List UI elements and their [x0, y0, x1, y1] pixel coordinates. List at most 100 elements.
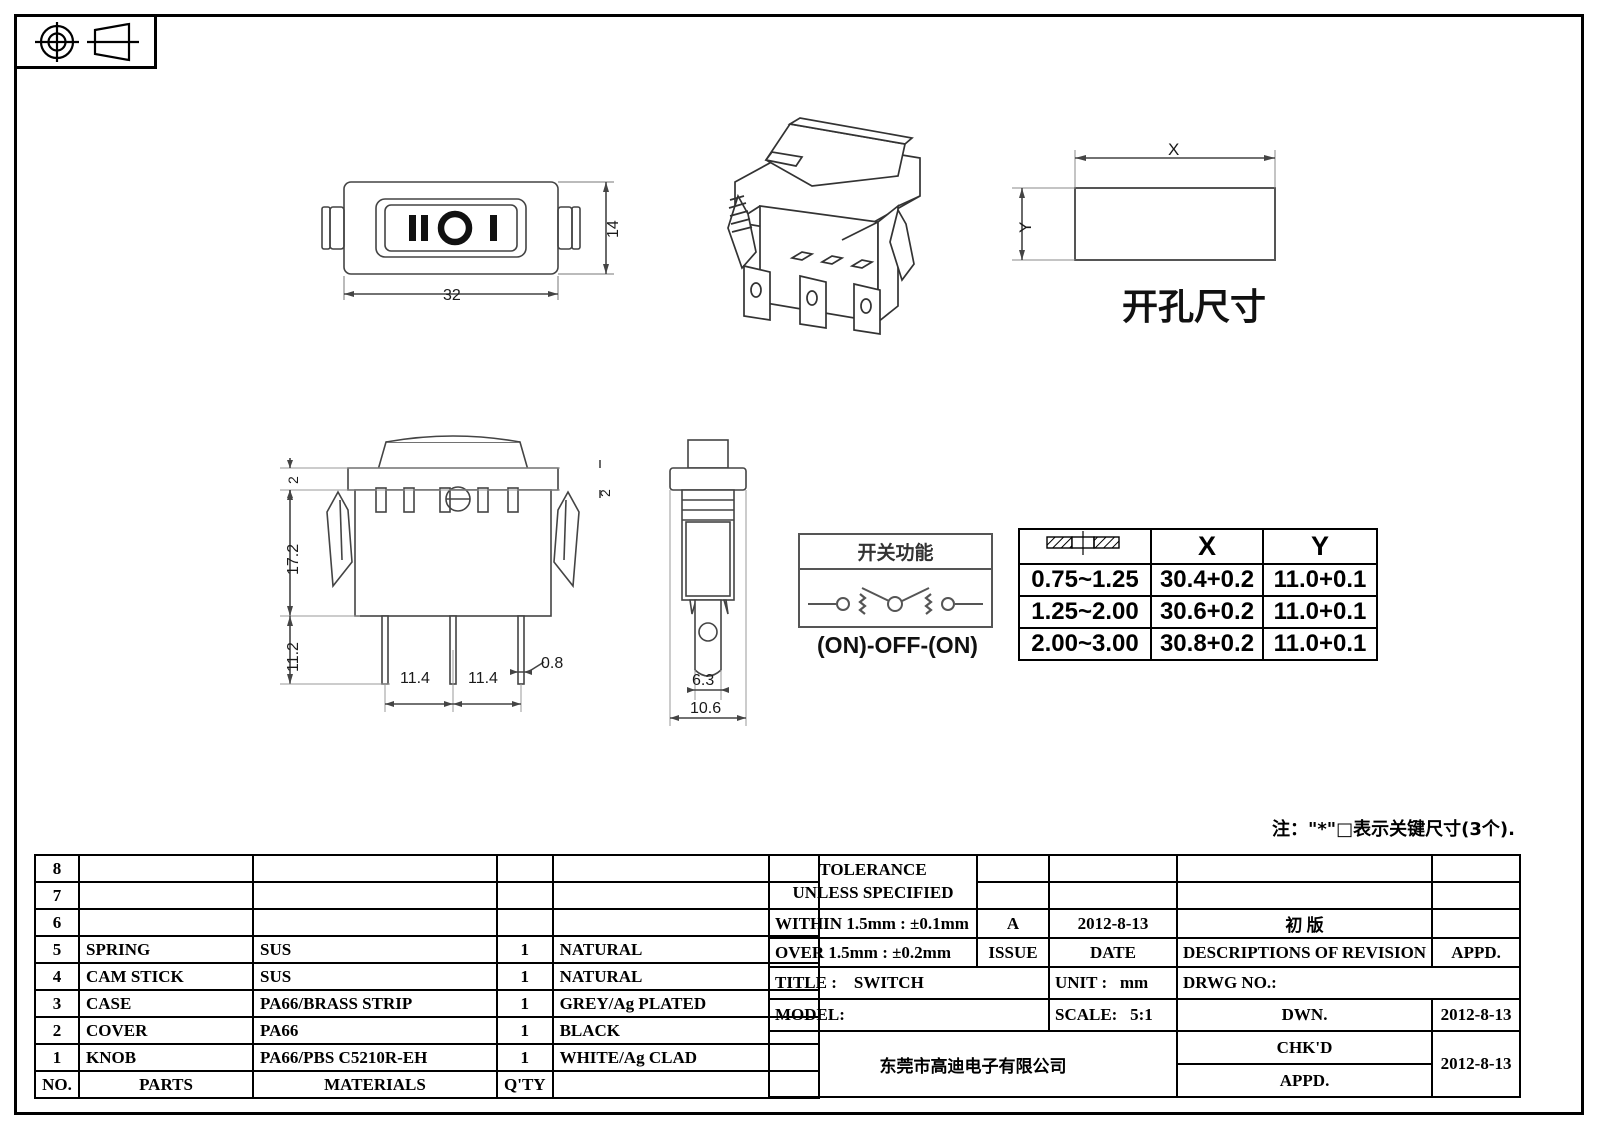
issue-value: A: [976, 908, 1050, 939]
dim-pitch-1: 11.4: [400, 670, 430, 687]
first-angle-projection-symbol: [35, 22, 139, 62]
table-row: 1 KNOB PA66/PBS C5210R-EH 1 WHITE/Ag CLA…: [34, 1043, 820, 1072]
issue-blank-2: [976, 881, 1050, 910]
panel-thickness-symbol: [1046, 531, 1120, 555]
model-cell: MODEL:: [768, 998, 1050, 1032]
chkd-label: CHK'D: [1175, 1030, 1434, 1065]
title-label: TITLE :: [775, 973, 837, 992]
title-block-row: TOLERANCE UNLESS SPECIFIED: [768, 854, 1522, 910]
switch-function-symbol: [800, 570, 991, 630]
parts-material-6: [252, 908, 498, 937]
parts-list-table: 8 7 6 5 SPRING SUS 1 NATURAL: [34, 854, 820, 1099]
dim-body-width: 10.6: [690, 700, 722, 717]
xy-y-2: 11.0+0.1: [1262, 627, 1378, 661]
drwg-no-label: DRWG NO.:: [1183, 973, 1277, 992]
table-row: 2 COVER PA66 1 BLACK: [34, 1016, 820, 1045]
title-block-row: MODEL: SCALE: 5:1 DWN. 2012-8-13: [768, 998, 1522, 1032]
table-row: 5 SPRING SUS 1 NATURAL: [34, 935, 820, 964]
appd-blank-2: [1431, 881, 1522, 910]
dim-terminal-width: 6.3: [692, 672, 715, 689]
xy-thickness-1: 1.25~2.00: [1018, 595, 1152, 629]
title-block-row: [769, 881, 1522, 910]
date-blank-2: [1048, 881, 1178, 910]
parts-no-8: 8: [34, 854, 80, 883]
parts-no-7: 7: [34, 881, 80, 910]
drwg-no-cell: DRWG NO.:: [1175, 966, 1522, 1000]
appd2-label: APPD.: [1175, 1063, 1434, 1098]
parts-no-2: 2: [34, 1016, 80, 1045]
parts-col-no: NO.: [34, 1070, 80, 1099]
key-dimension-note: 注："*"□表示关键尺寸(3个).: [1272, 819, 1515, 840]
revision-blank-1: [1175, 854, 1434, 883]
unit-label: UNIT :: [1055, 973, 1108, 992]
unit-value: mm: [1119, 973, 1149, 992]
switch-function-caption: (ON)-OFF-(ON): [817, 632, 978, 658]
issue-date-value: 2012-8-13: [1048, 908, 1178, 939]
revision-label: DESCRIPTIONS OF REVISION: [1175, 937, 1434, 968]
parts-material-7: [252, 881, 498, 910]
xy-header-y: Y: [1262, 528, 1378, 565]
switch-function-title: 开关功能: [800, 535, 991, 570]
xy-x-0: 30.4+0.2: [1150, 563, 1264, 597]
parts-name-4: CAM STICK: [78, 962, 254, 991]
xy-y-0: 11.0+0.1: [1262, 563, 1378, 597]
projection-symbol-box: [17, 17, 157, 69]
parts-qty-1: 1: [496, 1043, 554, 1072]
parts-material-1: PA66/PBS C5210R-EH: [252, 1043, 498, 1072]
parts-no-5: 5: [34, 935, 80, 964]
model-label: MODEL:: [775, 1005, 845, 1024]
xy-table-header-row: X Y: [1018, 528, 1378, 565]
panel-thickness-icon: [1018, 528, 1152, 565]
parts-material-8: [252, 854, 498, 883]
dim-cutout-y: Y: [1016, 221, 1035, 233]
parts-name-5: SPRING: [78, 935, 254, 964]
parts-name-6: [78, 908, 254, 937]
parts-name-2: COVER: [78, 1016, 254, 1045]
title-block-row: WITHIN 1.5mm : ±0.1mm A 2012-8-13 初 版: [768, 908, 1522, 939]
parts-material-4: SUS: [252, 962, 498, 991]
dim-pitch-2: 11.4: [468, 670, 498, 687]
parts-name-7: [78, 881, 254, 910]
issue-label: ISSUE: [976, 937, 1050, 968]
dim-flange-thickness-right: 2: [597, 489, 613, 497]
parts-no-6: 6: [34, 908, 80, 937]
parts-no-1: 1: [34, 1043, 80, 1072]
tolerance-label-2: UNLESS SPECIFIED: [792, 883, 954, 902]
issue-blank-1: [976, 854, 1050, 883]
parts-col-parts: PARTS: [78, 1070, 254, 1099]
panel-cutout-title: 开孔尺寸: [1122, 287, 1267, 328]
appd-blank-1: [1431, 854, 1522, 883]
parts-material-5: SUS: [252, 935, 498, 964]
title-block-table: TOLERANCE UNLESS SPECIFIED WITHIN 1.5mm …: [768, 854, 1522, 1098]
revision-blank-2: [1175, 881, 1434, 910]
chkd-date: 2012-8-13: [1431, 1030, 1522, 1098]
dim-flange-thickness-left: 2: [285, 476, 301, 484]
parts-name-3: CASE: [78, 989, 254, 1018]
scale-label: SCALE:: [1055, 1005, 1118, 1024]
date-label: DATE: [1048, 937, 1178, 968]
parts-col-qty: Q'TY: [496, 1070, 554, 1099]
tolerance-label-1: TOLERANCE: [819, 860, 927, 880]
xy-x-2: 30.8+0.2: [1150, 627, 1264, 661]
xy-table-row: 1.25~2.00 30.6+0.2 11.0+0.1: [1018, 595, 1378, 629]
parts-qty-2: 1: [496, 1016, 554, 1045]
sheet-border: [14, 14, 1584, 1115]
appd-label: APPD.: [1431, 937, 1522, 968]
dim-body-height: 17.2: [285, 543, 302, 575]
parts-name-8: [78, 854, 254, 883]
xy-table-row: 0.75~1.25 30.4+0.2 11.0+0.1: [1018, 563, 1378, 597]
scale-cell: SCALE: 5:1: [1048, 998, 1178, 1032]
dim-front-height: 14: [605, 220, 622, 238]
dim-cutout-x: X: [1168, 140, 1180, 159]
title-value: SWITCH: [853, 973, 924, 992]
parts-qty-3: 1: [496, 989, 554, 1018]
parts-material-2: PA66: [252, 1016, 498, 1045]
panel-thickness-table: X Y 0.75~1.25 30.4+0.2 11.0+0.1 1.25~2.0…: [1018, 528, 1378, 661]
parts-qty-7: [496, 881, 554, 910]
parts-name-1: KNOB: [78, 1043, 254, 1072]
xy-x-1: 30.6+0.2: [1150, 595, 1264, 629]
parts-no-3: 3: [34, 989, 80, 1018]
appd-value: [1431, 908, 1522, 939]
date-blank-1: [1048, 854, 1178, 883]
